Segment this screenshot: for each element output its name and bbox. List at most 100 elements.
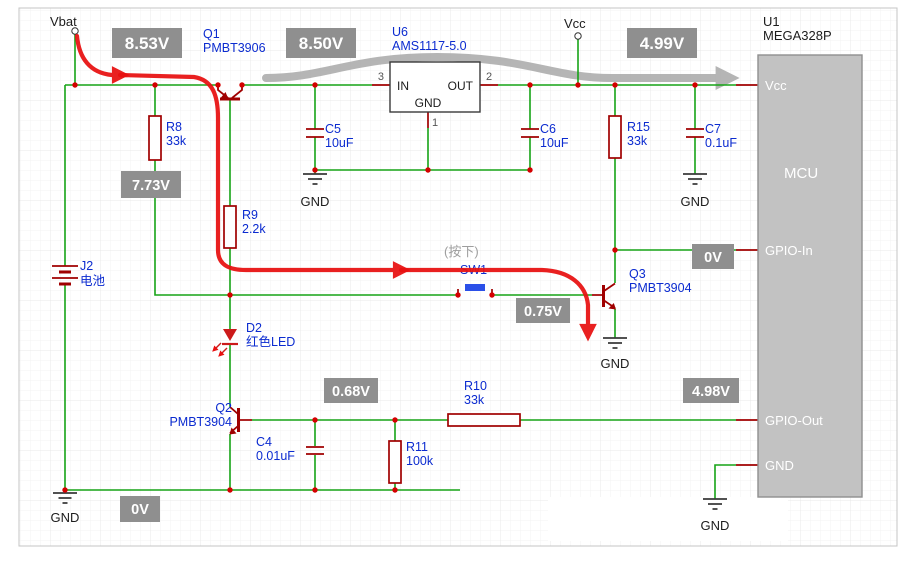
badge-q2-base: [324, 378, 378, 403]
labels: Vbat Vcc U1 MEGA328P Q1 PMBT3906 U6 AMS1…: [50, 14, 832, 533]
badge-q3-base: [516, 298, 570, 323]
d2-value-label: 红色LED: [246, 334, 295, 349]
u6-value-label: AMS1117-5.0: [392, 39, 467, 53]
q3-emitter-arrow: [608, 303, 616, 310]
u6-pin-gnd-label: GND: [415, 96, 442, 110]
c4-value-label: 0.01uF: [256, 449, 295, 463]
led-emission-arrow: [212, 342, 222, 352]
r15-ref-label: R15: [627, 120, 650, 134]
mcu-pin-gnd-label: GND: [765, 458, 794, 473]
watermark-cover: [548, 497, 788, 541]
j2-ref-label: J2: [80, 259, 93, 273]
mcu-pin-stubs: [736, 84, 758, 466]
wire-r8-branch: [154, 85, 230, 296]
badge-reg-out-text: 4.99V: [640, 34, 685, 53]
capacitor-c5: [306, 128, 324, 138]
led-emission-arrow: [218, 347, 228, 357]
current-flow-annotation: [74, 33, 597, 342]
battery-j2: [52, 265, 78, 286]
vcc-net-label: Vcc: [564, 16, 586, 31]
q1-value-label: PMBT3906: [203, 41, 266, 55]
q1-emitter-arrow: [221, 92, 229, 99]
mcu-pin-gpio-out-label: GPIO-Out: [765, 413, 823, 428]
c6-ref-label: C6: [540, 122, 556, 136]
flow-segment-1: [74, 33, 130, 84]
q1-ref-label: Q1: [203, 27, 220, 41]
power-band-arrow: [262, 52, 740, 90]
c6-value-label: 10uF: [540, 136, 569, 150]
capacitor-c4: [306, 446, 324, 455]
badge-q2-base-text: 0.68V: [332, 384, 370, 400]
r9-value-label: 2.2k: [242, 222, 266, 236]
d2-ref-label: D2: [246, 321, 262, 335]
u6-pin-in-label: IN: [397, 79, 409, 93]
u6-pin2-number: 2: [486, 71, 492, 83]
vcc-net-flag: [574, 32, 582, 40]
mcu-pin-vcc-label: Vcc: [765, 78, 787, 93]
r8-value-label: 33k: [166, 134, 187, 148]
gnd-label-c5: GND: [301, 194, 330, 209]
vbat-net-label: Vbat: [50, 14, 77, 29]
r8-ref-label: R8: [166, 120, 182, 134]
c5-ref-label: C5: [325, 122, 341, 136]
badge-gnd-rail-text: 0V: [131, 502, 149, 518]
u1-ref-label: U1: [763, 14, 780, 29]
q2-ref-label: Q2: [215, 401, 232, 415]
badge-reg-in: [286, 28, 356, 58]
wire-mcu-gnd: [714, 464, 736, 499]
capacitor-c6: [521, 128, 539, 138]
gnd-symbol-mcu: [703, 498, 727, 510]
sw1-button-cap: [465, 284, 485, 291]
badge-reg-out: [627, 28, 697, 58]
badge-gnd-rail: [120, 496, 160, 522]
gnd-label-c7: GND: [681, 194, 710, 209]
r10-value-label: 33k: [464, 393, 485, 407]
r10-ref-label: R10: [464, 379, 487, 393]
r11-ref-label: R11: [406, 440, 428, 454]
r15-value-label: 33k: [627, 134, 648, 148]
wire-r15-gpio-in: [614, 85, 736, 338]
flow-segment-3: [398, 267, 597, 342]
badge-reg-in-text: 8.50V: [299, 34, 344, 53]
badge-gpio-out: [683, 378, 739, 403]
regulator-u6-box: [389, 61, 481, 113]
gnd-symbol-q3: [603, 337, 627, 349]
resistor-r15: [608, 115, 622, 159]
badge-vbat-rail-text: 8.53V: [125, 34, 170, 53]
q2-value-label: PMBT3904: [169, 415, 232, 429]
badge-q1-base-text: 7.73V: [132, 178, 170, 194]
mcu-u1-box: [757, 54, 863, 498]
u1-value-label: MEGA328P: [763, 28, 832, 43]
j2-value-label: 电池: [80, 274, 106, 288]
u6-pin3-number: 3: [378, 71, 384, 83]
r11-value-label: 100k: [406, 454, 434, 468]
q3-ref-label: Q3: [629, 267, 646, 281]
badge-gpio-in-text: 0V: [704, 250, 722, 266]
vbat-net-flag: [71, 27, 79, 35]
pin-stubs: [372, 84, 758, 466]
mcu-pin-gpio-in-label: GPIO-In: [765, 243, 813, 258]
transistor-q3: [592, 282, 616, 310]
badge-vbat-rail: [112, 28, 182, 58]
q3-value-label: PMBT3904: [629, 281, 692, 295]
badge-gpio-out-text: 4.98V: [692, 384, 730, 400]
led-d2: [212, 329, 238, 357]
resistor-r9: [223, 205, 237, 249]
u6-ref-label: U6: [392, 25, 408, 39]
pressed-annotation: (按下): [444, 244, 479, 259]
mcu-body-label: MCU: [784, 165, 818, 182]
gnd-symbol-c7: [683, 173, 707, 185]
gnd-label-mcu: GND: [701, 518, 730, 533]
u6-pin1-number: 1: [432, 117, 438, 129]
resistor-r10: [447, 413, 521, 427]
c7-value-label: 0.1uF: [705, 136, 737, 150]
gnd-label-battery: GND: [51, 510, 80, 525]
transistor-q2: [229, 406, 252, 435]
voltage-badges: 8.53V 8.50V 4.99V 7.73V 0V 0.75V 0.68V 4…: [112, 28, 739, 522]
led-triangle: [223, 329, 237, 341]
badge-q3-base-text: 0.75V: [524, 304, 562, 320]
components: [52, 27, 863, 498]
r9-ref-label: R9: [242, 208, 258, 222]
flow-segment-2: [117, 72, 411, 279]
